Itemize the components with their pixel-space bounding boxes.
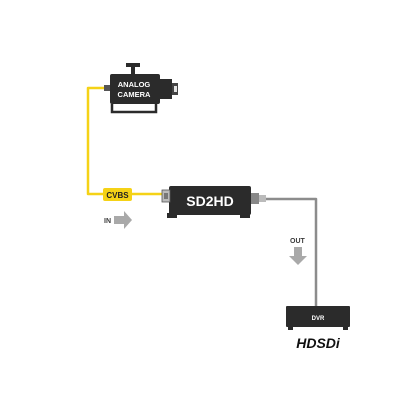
camera-label-line2: CAMERA — [118, 90, 151, 99]
converter-label: SD2HD — [186, 193, 233, 209]
hdsdi-brand: HDSDi — [296, 335, 341, 351]
cvbs-badge: CVBS — [103, 188, 132, 201]
in-arrow-icon — [114, 211, 132, 229]
dvr: DVR — [286, 306, 350, 330]
out-arrow-icon — [289, 247, 307, 265]
analog-camera: ANALOG CAMERA — [104, 63, 178, 114]
out-label: OUT — [290, 238, 306, 245]
camera-label-line1: ANALOG — [118, 80, 151, 89]
cvbs-label: CVBS — [106, 191, 129, 200]
dvr-label: DVR — [312, 316, 325, 322]
sdi-cable — [265, 197, 318, 306]
in-label: IN — [104, 218, 111, 225]
sd2hd-converter: SD2HD — [161, 186, 266, 218]
